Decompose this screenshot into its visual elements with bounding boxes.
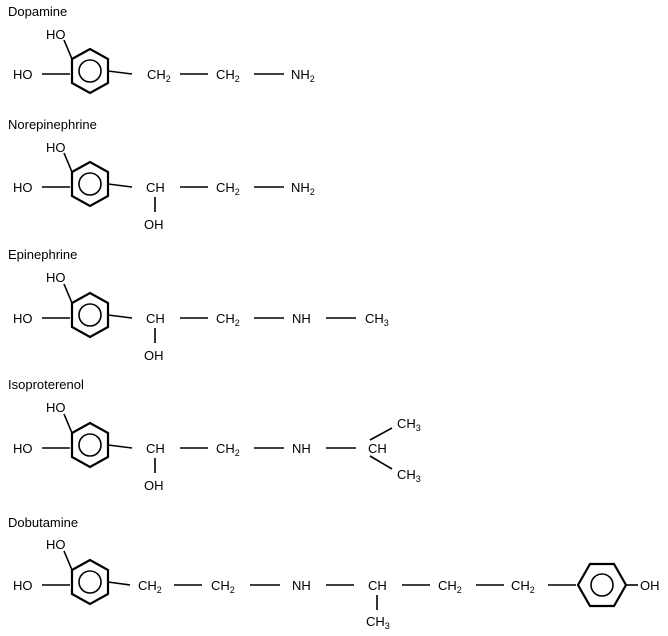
ring-substituent-top: HO <box>46 140 66 155</box>
chain-group: CH <box>368 578 387 593</box>
methyl-group: CH3 <box>397 416 421 433</box>
structure-norepinephrine: Norepinephrine HO HO CH OH CH2 NH2 <box>8 117 315 232</box>
chain-group: CH2 <box>216 180 240 197</box>
chain-group: CH2 <box>511 578 535 595</box>
structure-name: Isoproterenol <box>8 377 84 392</box>
bond <box>63 283 73 304</box>
bond <box>63 39 73 60</box>
benzene-ring <box>576 562 628 608</box>
bond <box>107 314 133 319</box>
ring-substituent-top: HO <box>46 537 66 552</box>
chain-group: CH <box>146 441 165 456</box>
ring-substituent-top: HO <box>46 27 66 42</box>
chain-group: CH <box>146 180 165 195</box>
ring-substituent-left: HO <box>13 441 33 456</box>
chain-group: CH2 <box>438 578 462 595</box>
bond <box>63 413 73 434</box>
chain-group: CH2 <box>216 67 240 84</box>
benzene-ring <box>70 160 110 208</box>
ring-substituent-left: HO <box>13 67 33 82</box>
ring-substituent-left: HO <box>13 180 33 195</box>
ring-substituent-top: HO <box>46 400 66 415</box>
benzene-ring <box>70 291 110 339</box>
chain-group: NH <box>292 578 311 593</box>
hydroxyl-group: OH <box>640 578 660 593</box>
structure-name: Dobutamine <box>8 515 78 530</box>
structure-name: Dopamine <box>8 4 67 19</box>
chain-group: CH <box>146 311 165 326</box>
structure-dopamine: Dopamine HO HO CH2 CH2 NH2 <box>8 4 315 95</box>
structure-name: Norepinephrine <box>8 117 97 132</box>
bond <box>369 427 393 441</box>
bond <box>107 183 133 188</box>
chain-group: CH2 <box>138 578 162 595</box>
methyl-group: CH3 <box>366 614 390 631</box>
chain-group: CH3 <box>365 311 389 328</box>
hydroxyl-group: OH <box>144 478 164 493</box>
benzene-ring <box>70 558 110 606</box>
bond <box>107 70 133 75</box>
ring-substituent-top: HO <box>46 270 66 285</box>
chain-group: CH2 <box>211 578 235 595</box>
ring-substituent-left: HO <box>13 311 33 326</box>
chain-group: CH2 <box>147 67 171 84</box>
chain-group: CH <box>368 441 387 456</box>
chain-group: NH2 <box>291 67 315 84</box>
ring-substituent-left: HO <box>13 578 33 593</box>
chain-group: NH2 <box>291 180 315 197</box>
chain-group: CH2 <box>216 311 240 328</box>
bond <box>107 444 133 449</box>
chain-group: NH <box>292 441 311 456</box>
structure-epinephrine: Epinephrine HO HO CH OH CH2 NH CH3 <box>8 247 389 363</box>
hydroxyl-group: OH <box>144 348 164 363</box>
chain-group: CH2 <box>216 441 240 458</box>
bond <box>369 455 393 470</box>
benzene-ring <box>70 421 110 469</box>
methyl-group: CH3 <box>397 467 421 484</box>
bond <box>107 581 131 586</box>
benzene-ring <box>70 47 110 95</box>
structure-dobutamine: Dobutamine HO HO CH2 CH2 NH CH CH3 CH2 C… <box>8 515 660 631</box>
structure-isoproterenol: Isoproterenol HO HO CH OH CH2 NH CH CH3 … <box>8 377 421 493</box>
bond <box>63 550 73 571</box>
structure-name: Epinephrine <box>8 247 77 262</box>
hydroxyl-group: OH <box>144 217 164 232</box>
bond <box>63 152 73 173</box>
chain-group: NH <box>292 311 311 326</box>
